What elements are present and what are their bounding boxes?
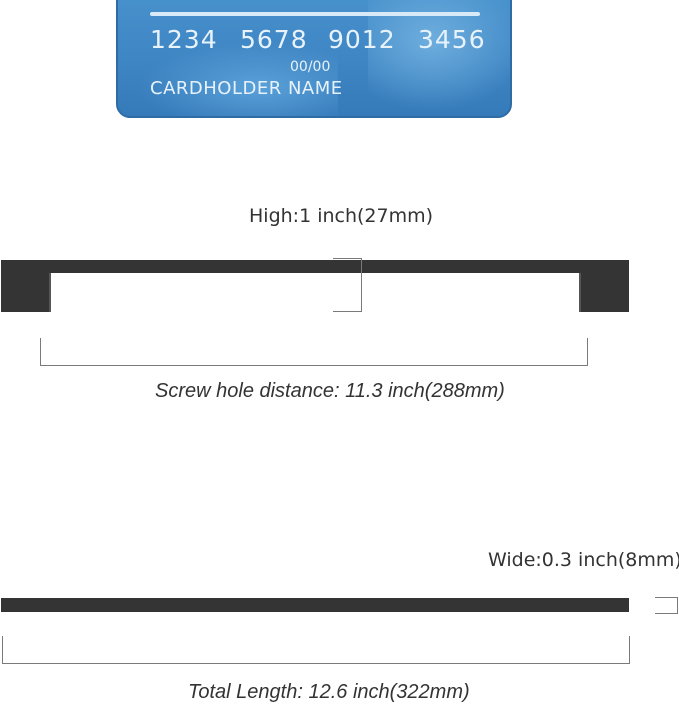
- card-number-group: 3456: [418, 25, 486, 54]
- width-dimension-bracket: [655, 597, 678, 614]
- card-number-group: 5678: [240, 25, 308, 54]
- handle-top-view: [1, 598, 629, 612]
- height-dimension-bracket: [333, 258, 362, 312]
- total-length-dimension-bracket: [2, 636, 630, 664]
- credit-card-reference: 1234 5678 9012 3456 00/00 CARDHOLDER NAM…: [116, 0, 512, 118]
- card-number-group: 9012: [328, 25, 396, 54]
- handle-inner-edge: [49, 273, 51, 312]
- total-length-label: Total Length: 12.6 inch(322mm): [188, 681, 470, 703]
- screw-hole-dimension-bracket: [40, 338, 588, 366]
- width-label: Wide:0.3 inch(8mm): [488, 549, 679, 571]
- handle-left-leg: [1, 260, 49, 312]
- handle-inner-edge: [579, 273, 581, 312]
- card-expiry: 00/00: [290, 59, 331, 75]
- card-number-group: 1234: [150, 25, 218, 54]
- height-label: High:1 inch(27mm): [249, 205, 434, 227]
- handle-front-view: [1, 260, 629, 312]
- card-stripe: [150, 12, 480, 16]
- handle-top-bar: [1, 260, 629, 273]
- handle-right-leg: [581, 260, 629, 312]
- screw-hole-distance-label: Screw hole distance: 11.3 inch(288mm): [155, 380, 505, 402]
- card-holder-name: CARDHOLDER NAME: [150, 78, 343, 99]
- card-map-decoration: [368, 0, 510, 112]
- card-map-decoration: [138, 42, 338, 116]
